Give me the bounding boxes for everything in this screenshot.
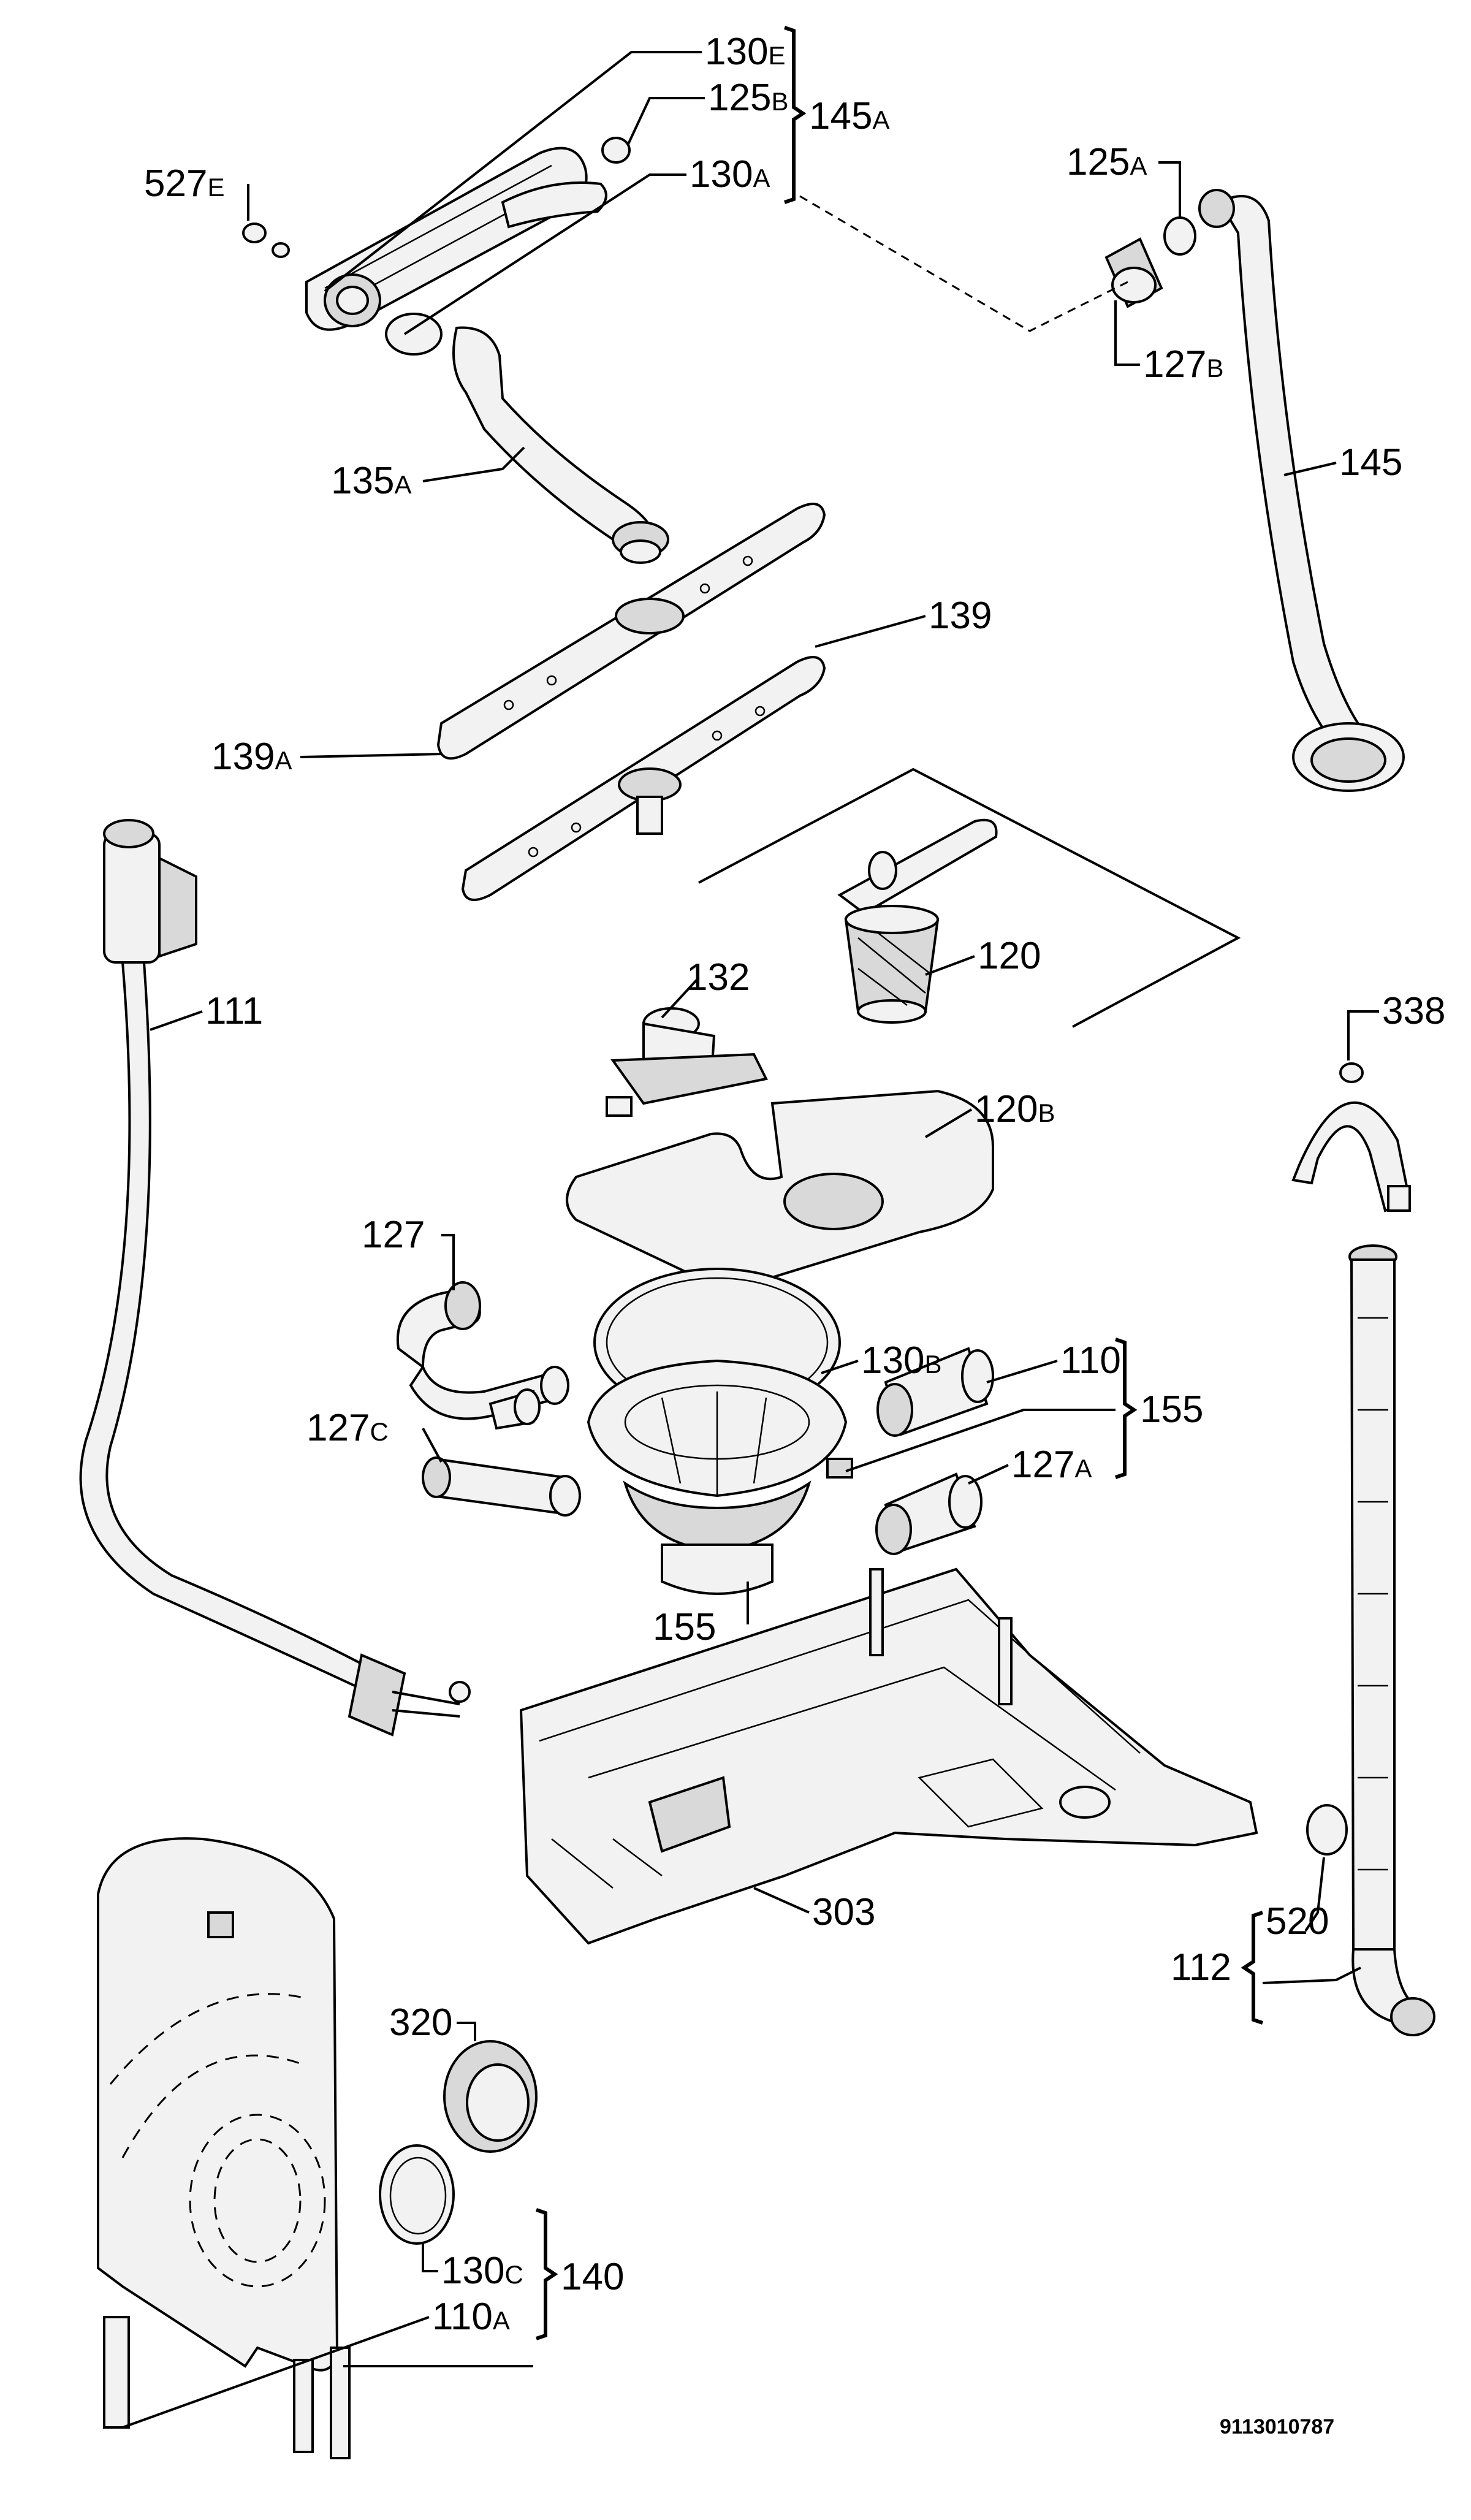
lower-spray-bar-part: [461, 656, 826, 901]
seals-part: [379, 2040, 538, 2245]
label-125b: 125B: [708, 77, 788, 119]
base-frame-part: [519, 1567, 1258, 1945]
hose-clip-part: [1291, 1062, 1412, 1212]
label-120: 120: [978, 935, 1041, 977]
label-127b: 127B: [1143, 343, 1223, 386]
leader-lines: [122, 26, 1379, 2429]
hose-fittings-part: [1104, 216, 1196, 308]
label-112: 112: [1171, 1946, 1231, 1989]
label-527e: 527E: [144, 162, 224, 205]
top-hose-part: [1198, 189, 1405, 792]
label-155-right: 155: [1140, 1388, 1203, 1431]
document-id: 9113010787: [1220, 2415, 1334, 2438]
sump-part: [587, 1268, 853, 1595]
label-320: 320: [389, 2001, 452, 2044]
label-139a: 139A: [211, 736, 292, 778]
label-145: 145: [1339, 441, 1402, 484]
label-135a: 135A: [331, 460, 411, 502]
label-111: 111: [205, 990, 263, 1032]
spray-arm-pipe-part: [452, 326, 669, 564]
filter-part: [837, 818, 998, 1024]
drain-hose-part: [1306, 1244, 1435, 2036]
label-127c: 127C: [306, 1407, 389, 1449]
label-139: 139: [929, 595, 992, 637]
label-140: 140: [561, 2256, 624, 2298]
upper-spray-bar-part: [436, 503, 826, 760]
filter-plate-part: [566, 1089, 994, 1285]
label-127: 127: [362, 1214, 425, 1256]
label-520: 520: [1266, 1900, 1329, 1943]
label-130a: 130A: [690, 153, 770, 196]
sleeves-part: [875, 1347, 994, 1555]
label-130e: 130E: [705, 31, 785, 73]
label-132: 132: [686, 956, 750, 999]
label-110a: 110A: [432, 2296, 510, 2338]
label-303: 303: [812, 1891, 875, 1933]
inlet-hose-part: [79, 819, 471, 1737]
connection-tubes-part: [396, 1281, 581, 1517]
label-130c: 130C: [441, 2250, 523, 2292]
label-130b: 130B: [861, 1339, 941, 1382]
label-145a: 145A: [809, 95, 889, 137]
label-110: 110: [1060, 1339, 1121, 1382]
label-127a: 127A: [1011, 1444, 1092, 1486]
label-155: 155: [653, 1606, 716, 1648]
filter-grouping-lines: [698, 767, 1241, 1028]
label-338: 338: [1382, 990, 1445, 1032]
component-132-part: [606, 1007, 768, 1117]
upper-spray-arm-tube-part: [242, 137, 631, 356]
label-120b: 120B: [975, 1088, 1055, 1130]
label-125a: 125A: [1066, 141, 1147, 183]
side-panel-part: [97, 1837, 351, 2459]
